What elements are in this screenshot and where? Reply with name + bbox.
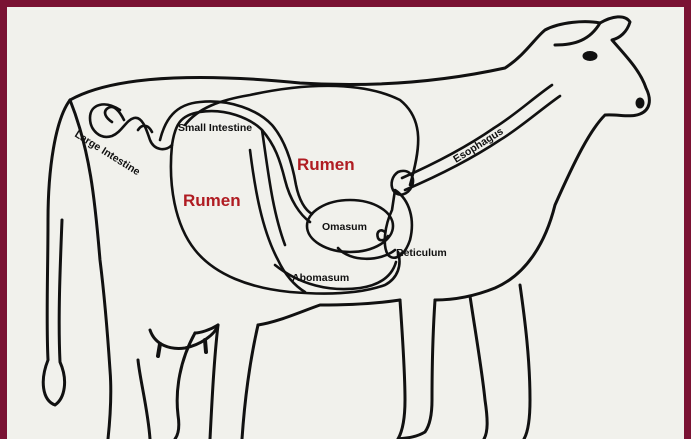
cow-eye [584, 53, 596, 60]
cow-nostril [637, 99, 643, 107]
cow-front-leg-rear [398, 300, 405, 439]
cow-body-outline [70, 17, 649, 333]
small-intestine-label: Small Intestine [178, 122, 252, 134]
rumen-outline [171, 86, 418, 294]
cow-tail [43, 100, 70, 405]
abomasum-label: Abomasum [292, 272, 349, 284]
omasum-label: Omasum [322, 221, 367, 233]
rumen-label-upper: Rumen [297, 155, 355, 174]
rumen-label-lower: Rumen [183, 191, 241, 210]
reticulum-label: Reticulum [396, 247, 447, 259]
cow-ear [555, 23, 600, 45]
esophagus-label: Esophagus [451, 125, 505, 165]
